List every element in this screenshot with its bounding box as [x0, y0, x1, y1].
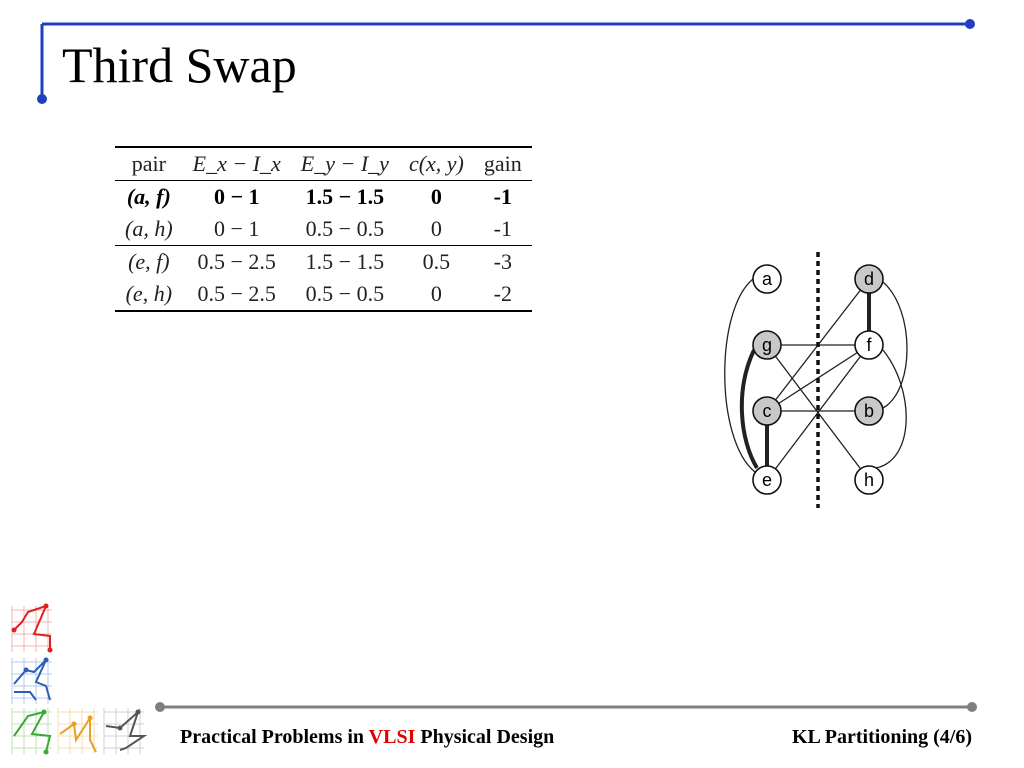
cell-ey-iy: 1.5 − 1.5: [305, 249, 385, 274]
cell-pair: (e, f): [128, 249, 170, 274]
node-circle: [854, 264, 884, 294]
cell-gain: -3: [493, 249, 512, 274]
node-circle: [854, 396, 884, 426]
cell-ex-ix: 0 − 1: [214, 216, 260, 241]
node-label: a: [762, 269, 773, 289]
cell-ex-ix: 0.5 − 2.5: [197, 281, 276, 306]
cell-ex-ix: 0.5 − 2.5: [197, 249, 276, 274]
node-label: e: [762, 470, 772, 490]
edge-f-h: [875, 349, 907, 469]
edge-a-e: [724, 278, 756, 473]
edge-e-f: [766, 344, 870, 481]
cell-ey-iy: 0.5 − 0.5: [305, 216, 385, 241]
cell-pair: (a, h): [125, 216, 173, 241]
edge-d-b: [882, 281, 908, 409]
header-gain: gain: [483, 151, 522, 176]
cell-cost: 0.5: [422, 249, 451, 274]
cell-cost: 0: [430, 216, 442, 241]
header-ex-ix: E_x − I_x: [192, 151, 281, 176]
node-circle: [854, 330, 884, 360]
cell-gain: -1: [493, 216, 512, 241]
footer-title-accent: VLSI: [368, 726, 416, 748]
footer-rule-dot-left: [155, 702, 165, 712]
cell-pair: (a, f): [126, 184, 171, 209]
header-ey-iy: E_y − I_y: [300, 151, 389, 176]
node-label: d: [864, 269, 874, 289]
cell-ey-iy: 1.5 − 1.5: [305, 184, 385, 209]
header-pair: pair: [131, 151, 166, 176]
edge-g-e: [739, 349, 759, 470]
node-circle: [752, 396, 782, 426]
cell-cost: 0: [430, 281, 442, 306]
title-rule-dot-right: [965, 19, 975, 29]
cell-cost: 0: [430, 184, 442, 209]
node-label: g: [762, 335, 772, 355]
node-a: a: [752, 264, 782, 294]
node-label: c: [763, 401, 772, 421]
node-h: h: [854, 465, 884, 495]
title-rule-dot-bottom: [37, 94, 47, 104]
footer-title-suffix: Physical Design: [415, 726, 555, 748]
node-circle: [752, 264, 782, 294]
node-b: b: [854, 396, 884, 426]
table-row: (a, f) 0 − 1 1.5 − 1.5 0 -1: [115, 181, 532, 214]
node-circle: [752, 330, 782, 360]
logo-icon: [11, 603, 148, 755]
table-row: (a, h) 0 − 1 0.5 − 0.5 0 -1: [115, 213, 532, 246]
table-header-row: pair E_x − I_x E_y − I_y c(x, y) gain: [115, 147, 532, 181]
partition-graph: a g c e d f b h: [724, 252, 908, 508]
node-label: b: [864, 401, 874, 421]
node-g: g: [752, 330, 782, 360]
node-c: c: [752, 396, 782, 426]
cell-gain: -2: [493, 281, 512, 306]
node-label: f: [866, 335, 872, 355]
cell-pair: (e, h): [125, 281, 173, 306]
node-circle: [854, 465, 884, 495]
footer-slide-label: KL Partitioning (4/6): [792, 726, 972, 748]
slide-title: Third Swap: [62, 37, 297, 93]
header-cost: c(x, y): [408, 151, 464, 176]
footer-course-title: Practical Problems in VLSI Physical Desi…: [180, 726, 554, 749]
cell-ex-ix: 0 − 1: [213, 184, 260, 209]
cell-ey-iy: 0.5 − 0.5: [305, 281, 385, 306]
node-label: h: [864, 470, 874, 490]
gain-table: pair E_x − I_x E_y − I_y c(x, y) gain (a…: [115, 146, 532, 312]
table-row: (e, h) 0.5 − 2.5 0.5 − 0.5 0 -2: [115, 278, 532, 311]
footer-rule-dot-right: [967, 702, 977, 712]
node-d: d: [854, 264, 884, 294]
table-row: (e, f) 0.5 − 2.5 1.5 − 1.5 0.5 -3: [115, 245, 532, 279]
footer-title-prefix: Practical Problems in: [180, 726, 369, 748]
node-circle: [752, 465, 782, 495]
node-f: f: [854, 330, 884, 360]
node-e: e: [752, 465, 782, 495]
cell-gain: -1: [493, 184, 512, 209]
